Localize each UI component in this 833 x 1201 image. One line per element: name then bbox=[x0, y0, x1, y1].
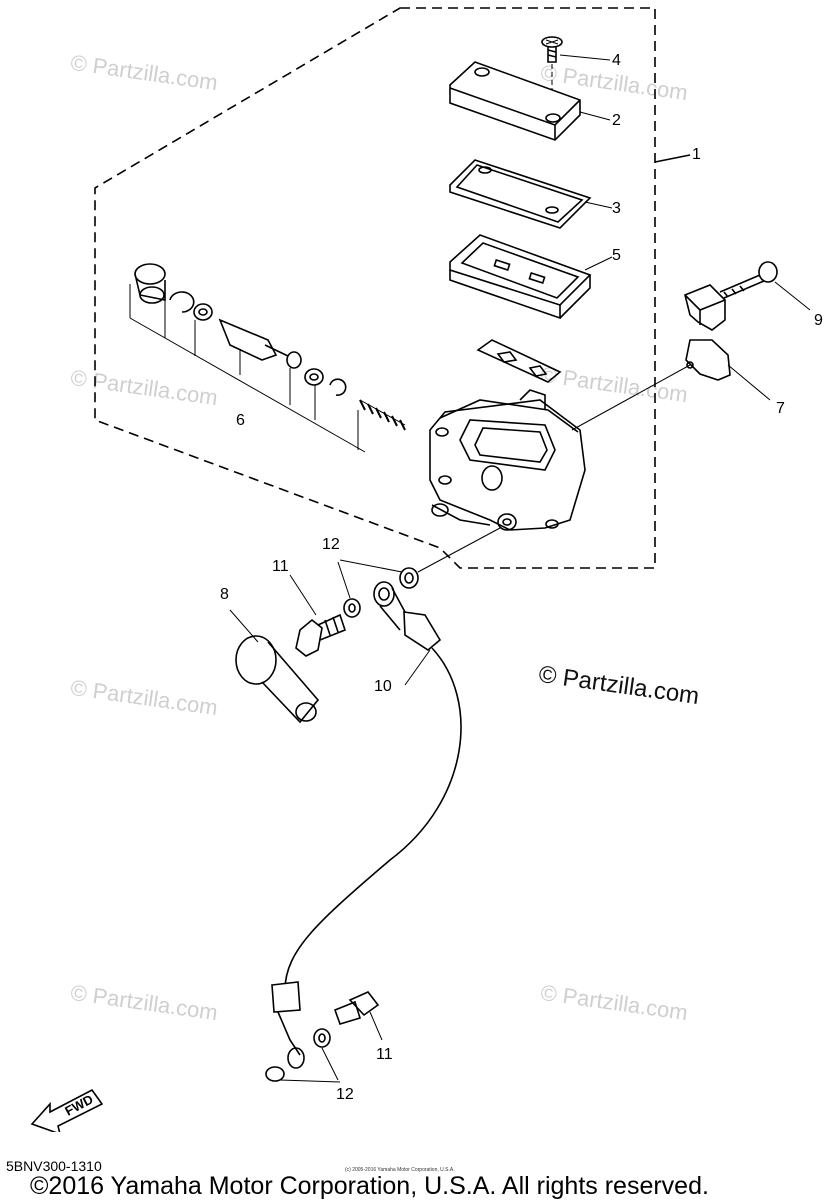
callout-1: 1 bbox=[692, 146, 701, 163]
union-bolt-part-11 bbox=[289, 574, 346, 657]
bolt-part-9 bbox=[719, 261, 811, 311]
callout-3: 3 bbox=[612, 200, 621, 217]
piston-kit-part-6 bbox=[129, 263, 406, 453]
boot-part-8 bbox=[229, 609, 320, 724]
holder-part-7 bbox=[684, 284, 771, 401]
diaphragm-part-3 bbox=[449, 159, 613, 229]
callout-9: 9 bbox=[814, 312, 823, 329]
callout-4: 4 bbox=[612, 52, 621, 69]
leader-1 bbox=[654, 154, 691, 163]
copyright-notice: ©2016 Yamaha Motor Corporation, U.S.A. A… bbox=[30, 1172, 709, 1200]
screw-part-4 bbox=[541, 36, 611, 112]
washer-part-12 bbox=[337, 527, 501, 618]
callout-8: 8 bbox=[220, 586, 229, 603]
forward-arrow-icon: FWD bbox=[30, 1088, 104, 1132]
diaphragm-part-5 bbox=[449, 234, 613, 320]
callout-12-bottom: 12 bbox=[336, 1086, 354, 1103]
assembly-boundary bbox=[94, 7, 656, 569]
float-plate bbox=[476, 339, 562, 383]
callout-10: 10 bbox=[374, 678, 392, 695]
diagram-code: 5BNV300-1310 bbox=[6, 1158, 102, 1174]
brake-hose-part-10 bbox=[271, 581, 462, 1069]
callout-6: 6 bbox=[236, 412, 245, 429]
callout-12: 12 bbox=[322, 536, 340, 553]
callout-2: 2 bbox=[612, 112, 621, 129]
cap-part-2 bbox=[449, 61, 611, 141]
callout-7: 7 bbox=[776, 400, 785, 417]
master-cylinder-body bbox=[429, 364, 691, 531]
tiny-copyright: (c) 2005-2016 Yamaha Motor Corporation, … bbox=[345, 1167, 455, 1173]
callout-11: 11 bbox=[272, 558, 289, 575]
union-bolt-part-11-bottom bbox=[333, 991, 383, 1041]
callout-5: 5 bbox=[612, 247, 621, 264]
washer-part-12-bottom bbox=[265, 1028, 341, 1083]
callout-11-bottom: 11 bbox=[376, 1046, 393, 1063]
